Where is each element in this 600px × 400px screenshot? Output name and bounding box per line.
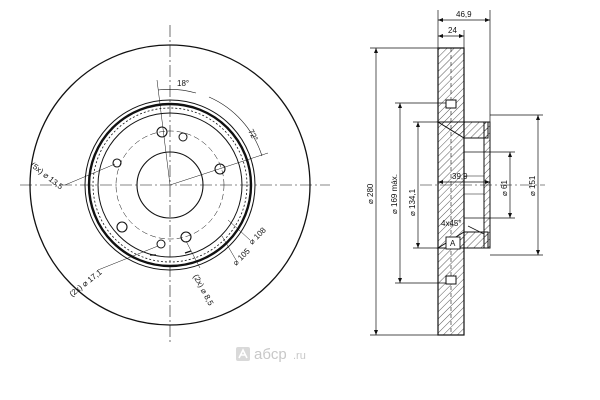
chamfer-label: 4x45° <box>441 219 462 228</box>
outer-disc-edge <box>29 44 311 326</box>
bolt-hole <box>180 231 192 243</box>
width-46-9-label: 46,9 <box>456 10 472 19</box>
edge-tab <box>445 99 457 109</box>
watermark-brand: aбcp <box>254 346 287 363</box>
d280-label: ⌀ 280 <box>366 183 375 204</box>
abcp-logo-icon <box>236 347 250 361</box>
angle-arc-18 <box>157 89 197 94</box>
small-holes <box>156 132 188 249</box>
bolt-hole <box>112 158 122 168</box>
bolt-hole <box>156 126 168 138</box>
h39-9-label: 39,9 <box>452 172 468 181</box>
angle-72-label: 72° <box>246 128 260 143</box>
d17-label: (2x) ⌀ 17,1 <box>68 267 104 298</box>
leader-17-1 <box>97 245 159 271</box>
side-section-view <box>420 47 545 336</box>
hat-outer-wall <box>87 102 253 268</box>
d151-label: ⌀ 151 <box>528 175 537 196</box>
d8-label: (2x) ⌀ 8,5 <box>191 273 215 308</box>
leader-108 <box>227 219 251 241</box>
bolt-hole <box>116 221 128 233</box>
holes-5x-label: (5x) ⌀ 13,5 <box>29 160 65 191</box>
width-24-label: 24 <box>448 26 457 35</box>
watermark-tld: .ru <box>293 350 306 362</box>
d61-label: ⌀ 61 <box>500 180 509 196</box>
locating-hole <box>156 239 166 249</box>
d108-label: ⌀ 108 <box>247 225 268 246</box>
detail-marker-box <box>445 236 461 250</box>
d169-label: ⌀ 169 máx. <box>390 174 399 214</box>
leader-13-5 <box>64 163 116 186</box>
hat-inner-wall <box>97 112 243 258</box>
watermark: aбcp .ru <box>236 346 306 363</box>
side-dimensions <box>370 10 543 336</box>
locating-hole <box>178 132 188 142</box>
edge-tab <box>445 275 457 285</box>
leader-chamfer <box>467 225 485 235</box>
angle-ref-line <box>156 79 171 186</box>
leader-8-5 <box>185 240 201 269</box>
d134-label: ⌀ 134,1 <box>408 188 417 216</box>
bolt-holes <box>112 126 226 243</box>
bolt-circle <box>115 130 225 240</box>
center-bore <box>136 151 204 219</box>
arrow-ticks <box>150 250 192 256</box>
angle-ref-line <box>169 152 269 186</box>
d105-label: ⌀ 105 <box>231 246 252 267</box>
detail-marker-label: A <box>450 239 456 248</box>
angle-arc-72 <box>208 96 263 157</box>
friction-ring-inner <box>84 99 256 271</box>
hat-dashed-ring <box>92 107 248 263</box>
leader-105 <box>221 235 237 261</box>
angle-18-label: 18° <box>177 79 189 88</box>
front-view <box>20 25 330 345</box>
bolt-hole <box>214 163 226 175</box>
